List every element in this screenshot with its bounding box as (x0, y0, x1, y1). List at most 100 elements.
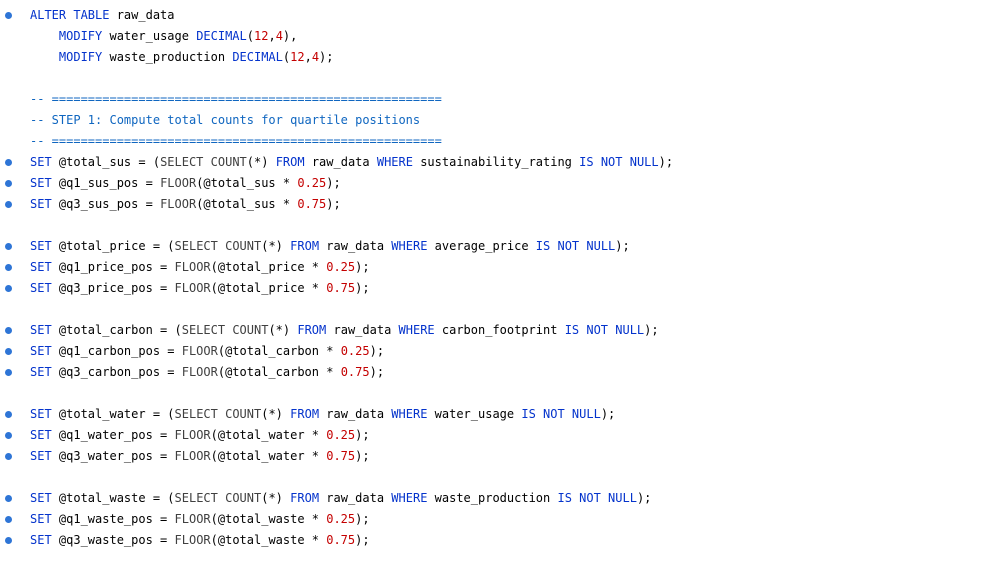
code-token-function: COUNT (225, 407, 262, 421)
code-token-keyword: WHERE (391, 407, 428, 421)
code-token-number: 4 (275, 29, 283, 43)
code-token-plain: (@total_carbon * (217, 344, 341, 358)
code-line (0, 467, 982, 488)
code-token-keyword: SET (30, 533, 52, 547)
code-token-function: SELECT (174, 407, 218, 421)
line-gutter (0, 299, 30, 320)
code-token-plain: @q1_carbon_pos = (51, 344, 182, 358)
code-token-plain: @q3_carbon_pos = (51, 365, 182, 379)
code-token-plain: raw_data (319, 491, 392, 505)
code-token-keyword: FROM (290, 407, 320, 421)
line-gutter (0, 362, 30, 383)
code-token-plain: , (268, 29, 276, 43)
statement-bullet-icon (5, 159, 12, 166)
statement-bullet-icon (5, 516, 12, 523)
code-text: SET @total_price = (SELECT COUNT(*) FROM… (30, 236, 630, 257)
code-token-plain: sustainability_rating (412, 155, 580, 169)
code-token-plain: ); (319, 50, 334, 64)
line-gutter (0, 152, 30, 173)
code-line: SET @q3_price_pos = FLOOR(@total_price *… (0, 278, 982, 299)
code-token-plain: (*) (261, 491, 291, 505)
code-token-keyword: WHERE (391, 491, 428, 505)
code-line (0, 299, 982, 320)
code-token-function: FLOOR (174, 449, 211, 463)
code-text: -- =====================================… (30, 89, 442, 110)
code-line: SET @q1_waste_pos = FLOOR(@total_waste *… (0, 509, 982, 530)
code-token-keyword: IS NOT NULL (521, 407, 601, 421)
code-line: -- STEP 1: Compute total counts for quar… (0, 110, 982, 131)
code-token-plain: ); (369, 365, 385, 379)
code-token-keyword: IS NOT NULL (557, 491, 637, 505)
code-token-plain: water_usage (102, 29, 197, 43)
line-gutter (0, 425, 30, 446)
code-token-plain: @q1_sus_pos = (51, 176, 161, 190)
code-text: -- =====================================… (30, 131, 442, 152)
code-token-function: SELECT (174, 239, 218, 253)
code-line: SET @total_carbon = (SELECT COUNT(*) FRO… (0, 320, 982, 341)
code-token-plain: ); (326, 197, 341, 211)
code-token-plain: ); (369, 344, 385, 358)
code-token-plain: average_price (427, 239, 536, 253)
code-token-plain (30, 29, 59, 43)
code-line: SET @total_water = (SELECT COUNT(*) FROM… (0, 404, 982, 425)
code-token-keyword: SET (30, 323, 52, 337)
code-token-function: FLOOR (160, 197, 197, 211)
code-line: SET @total_price = (SELECT COUNT(*) FROM… (0, 236, 982, 257)
code-token-function: FLOOR (160, 176, 197, 190)
code-token-function: COUNT (225, 491, 262, 505)
code-token-plain (30, 50, 59, 64)
code-token-plain: ); (355, 260, 370, 274)
code-token-function: FLOOR (174, 281, 211, 295)
code-text: SET @total_carbon = (SELECT COUNT(*) FRO… (30, 320, 659, 341)
code-text: SET @q3_carbon_pos = FLOOR(@total_carbon… (30, 362, 384, 383)
code-line: MODIFY water_usage DECIMAL(12,4), (0, 26, 982, 47)
code-token-plain: , (304, 50, 312, 64)
code-text: SET @q1_price_pos = FLOOR(@total_price *… (30, 257, 370, 278)
statement-bullet-icon (5, 537, 12, 544)
code-token-plain: (*) (246, 155, 276, 169)
code-token-plain: water_usage (427, 407, 522, 421)
line-gutter (0, 278, 30, 299)
line-gutter (0, 173, 30, 194)
code-token-plain: @total_price = ( (51, 239, 175, 253)
statement-bullet-icon (5, 201, 12, 208)
code-token-plain: raw_data (304, 155, 377, 169)
code-text: MODIFY water_usage DECIMAL(12,4), (30, 26, 297, 47)
code-token-plain: ( (282, 50, 291, 64)
code-token-plain: (*) (261, 407, 291, 421)
line-gutter (0, 446, 30, 467)
code-token-plain: (@total_price * (210, 281, 327, 295)
code-token-plain: ); (326, 176, 341, 190)
line-gutter (0, 467, 30, 488)
code-token-number: 0.25 (297, 176, 327, 190)
code-token-function: COUNT (210, 155, 247, 169)
line-gutter (0, 68, 30, 89)
code-line: SET @total_waste = (SELECT COUNT(*) FROM… (0, 488, 982, 509)
code-text: SET @total_sus = (SELECT COUNT(*) FROM r… (30, 152, 673, 173)
code-text: SET @total_waste = (SELECT COUNT(*) FROM… (30, 488, 651, 509)
code-token-comment: -- =====================================… (30, 134, 442, 148)
code-text: SET @q3_price_pos = FLOOR(@total_price *… (30, 278, 370, 299)
code-token-plain: (@total_waste * (210, 512, 327, 526)
code-token-function: FLOOR (174, 260, 211, 274)
statement-bullet-icon (5, 285, 12, 292)
code-token-keyword: WHERE (398, 323, 435, 337)
code-token-plain: (*) (268, 323, 298, 337)
code-token-number: 0.75 (326, 533, 356, 547)
code-token-plain: @q1_water_pos = (51, 428, 175, 442)
code-token-function: COUNT (232, 323, 269, 337)
code-token-function: SELECT (174, 491, 218, 505)
statement-bullet-icon (5, 348, 12, 355)
statement-bullet-icon (5, 453, 12, 460)
code-token-keyword: SET (30, 155, 52, 169)
code-token-plain: raw_data (319, 239, 392, 253)
code-token-plain: @q3_price_pos = (51, 281, 175, 295)
code-token-plain: @q1_price_pos = (51, 260, 175, 274)
code-token-plain: @total_waste = ( (51, 491, 175, 505)
code-token-plain: ); (355, 512, 370, 526)
code-line: SET @q1_price_pos = FLOOR(@total_price *… (0, 257, 982, 278)
statement-bullet-icon (5, 432, 12, 439)
statement-bullet-icon (5, 495, 12, 502)
code-token-keyword: DECIMAL (196, 29, 247, 43)
